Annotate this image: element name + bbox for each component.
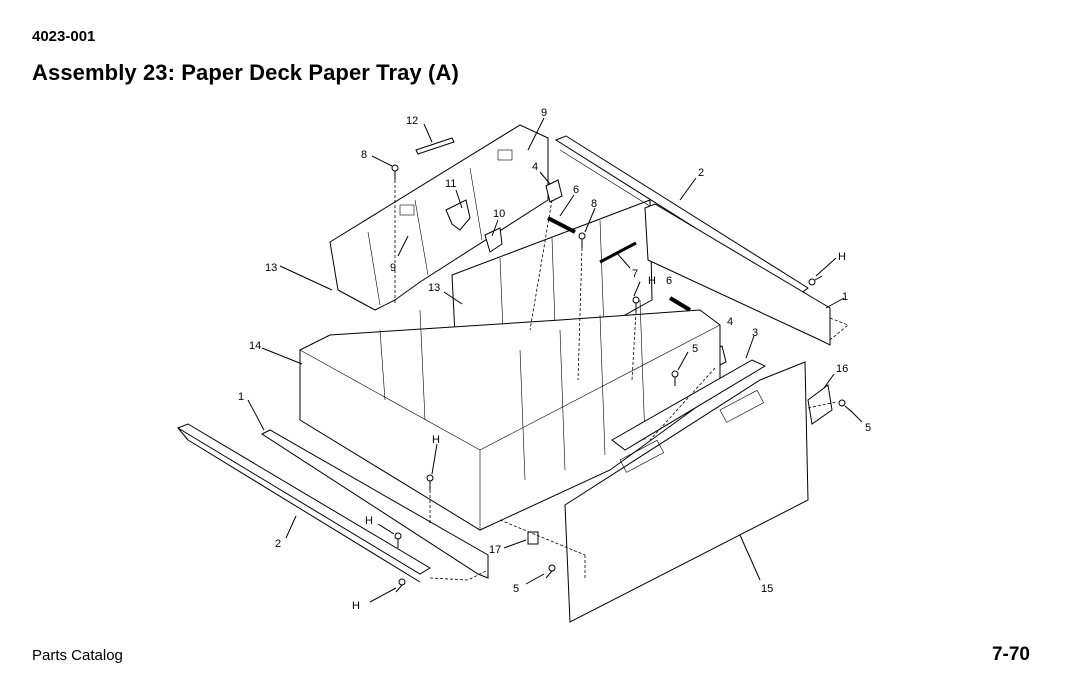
part-7-strip [599,241,637,264]
callout-h-tray: H [432,434,440,446]
part-16-pad [807,384,833,425]
callout-4-upper: 4 [532,161,538,173]
callout-1-left: 1 [238,391,244,403]
part-4-bracket-upper [545,179,563,203]
callout-4-lower: 4 [727,316,733,328]
part-13-upper-panel [329,124,549,311]
callout-5-center: 5 [692,343,698,355]
part-1-left-plate [260,429,489,581]
part-12-strip [415,137,455,155]
callout-h-right: H [838,251,846,263]
callout-15: 15 [761,583,773,595]
footer-catalog-label: Parts Catalog [32,647,123,664]
part-6-rod-upper [547,216,576,234]
page-title: Assembly 23: Paper Deck Paper Tray (A) [32,60,459,85]
part-15-front-cover [564,361,809,623]
part-10-clip [484,227,503,253]
callout-h-bottom: H [352,600,360,612]
callout-h-rail: H [365,515,373,527]
callout-5-right: 5 [865,422,871,434]
callout-9-upper: 9 [541,107,547,119]
leader-lines [247,117,863,603]
part-2-left-rail [176,423,431,583]
callout-12: 12 [406,115,418,127]
callout-13-center: 13 [428,282,440,294]
callout-17: 17 [489,544,501,556]
callout-9-lower: 9 [390,262,396,274]
document-id: 4023-001 [32,28,96,45]
part-17-block [527,531,539,545]
screw-parts [391,164,853,593]
part-14-tray-body [299,299,721,531]
part-11-clip [445,199,471,231]
callout-2-right: 2 [698,167,704,179]
callout-5-bottom: 5 [513,583,519,595]
callout-16: 16 [836,363,848,375]
callout-3: 3 [752,327,758,339]
part-6-rod-lower [668,296,692,312]
callout-2-left: 2 [275,538,281,550]
callout-14: 14 [249,340,261,352]
callout-13-left: 13 [265,262,277,274]
callout-1-right: 1 [842,291,848,303]
page-number: 7-70 [991,644,1030,665]
callout-8-left: 8 [361,149,367,161]
callout-6-lower: 6 [666,275,672,287]
callout-7: 7 [632,268,638,280]
assembly-guide-lines [394,180,837,580]
part-3-handle [611,359,767,451]
callout-10: 10 [493,208,505,220]
callout-11: 11 [445,178,456,190]
callout-8-right: 8 [591,198,597,210]
part-1-right-plate [644,203,849,346]
callout-h-center: H [648,275,656,287]
callout-6-upper: 6 [573,184,579,196]
